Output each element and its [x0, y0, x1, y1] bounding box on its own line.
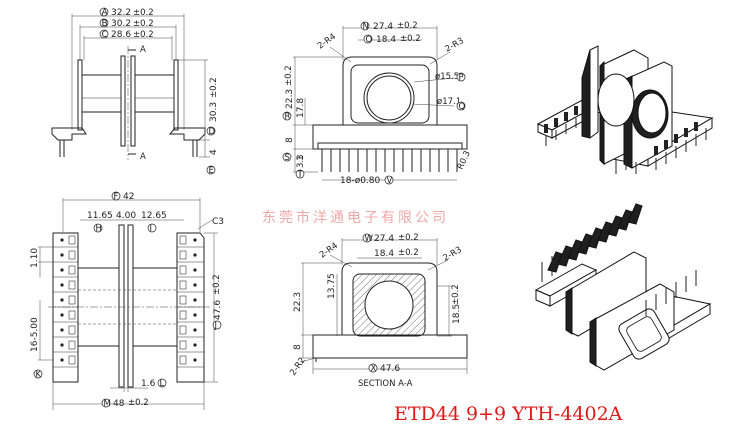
- dim-pin-span: 16-5.00: [30, 317, 40, 352]
- dim-flange: 1.6: [141, 379, 156, 389]
- side-view: N 27.4 ±0.2 O 18.4 ±0.2 2-R4 2-R3 ø15.5 …: [282, 21, 473, 186]
- tol-width: ±0.2: [397, 21, 418, 31]
- label-K: K: [36, 370, 42, 380]
- label-I: I: [150, 224, 153, 234]
- chamfer: C3: [212, 217, 224, 227]
- dim-center: 17.8: [296, 98, 306, 118]
- label-X: X: [371, 364, 377, 374]
- company-watermark: 东莞市洋通电子有限公司: [262, 209, 449, 226]
- label-O: O: [366, 35, 373, 45]
- dim-pin-radius: R0.3: [456, 149, 473, 171]
- dim-bore-outer: ø15.5: [435, 72, 459, 82]
- dim-side-height: 22.3: [285, 89, 295, 109]
- tol-sec-window: ±0.2: [398, 248, 419, 258]
- label-C: C: [102, 30, 108, 40]
- label-H: H: [96, 224, 102, 234]
- label-B: B: [102, 19, 108, 29]
- bottom-view: F 42 11.65 4.00 12.65 H I C3: [30, 191, 224, 410]
- label-S: S: [285, 153, 290, 163]
- dim-pin-len: 4: [209, 149, 219, 155]
- dim-sec-window: 18.4: [374, 249, 394, 259]
- dim-28.6: 28.6: [111, 30, 131, 40]
- dim-32.2: 32.2: [111, 8, 131, 18]
- tol-sec-inner: ±0.2: [451, 284, 461, 305]
- radius-left: 2-R4: [316, 32, 338, 52]
- pins-side: [321, 149, 458, 172]
- label-W: W: [365, 234, 374, 244]
- label-N: N: [363, 22, 369, 32]
- dim-sec-inner: 18.5: [452, 304, 462, 324]
- dim-pitch: 1.10: [30, 248, 40, 268]
- dim-seg-left: 11.65: [87, 211, 113, 221]
- label-P: P: [459, 73, 464, 83]
- dim-seg-mid: 4.00: [116, 211, 136, 221]
- dim-sec-base: 8: [293, 344, 303, 350]
- dim-30.2: 30.2: [111, 19, 131, 29]
- label-J: J: [214, 321, 218, 331]
- tol-32.2: ±0.2: [133, 8, 154, 18]
- tol-28.6: ±0.2: [133, 30, 154, 40]
- radius-right: 2-R3: [444, 36, 466, 55]
- section-mark-bottom: A: [140, 152, 146, 162]
- dim-pin-bottom: 3.3: [296, 154, 306, 168]
- dim-core: 13.75: [327, 273, 337, 299]
- sec-radius-left: 2-R4: [318, 241, 340, 261]
- iso-view-top: [536, 45, 714, 174]
- dim-side-base: 8: [285, 137, 295, 143]
- section-mark-top: A: [140, 45, 146, 55]
- dim-seg-right: 12.65: [141, 211, 167, 221]
- label-L: L: [160, 379, 165, 389]
- label-M: M: [104, 399, 111, 409]
- section-view: W 27.4 ±0.2 18.4 ±0.2 2-R4 2-R3 13.75 22…: [288, 233, 468, 389]
- pin-dots: [60, 238, 197, 362]
- dim-pin-offset: 1: [296, 155, 306, 161]
- tol-window: ±0.2: [400, 34, 421, 44]
- tol-length: ±0.2: [128, 398, 149, 408]
- label-T: T: [297, 170, 304, 180]
- tol-height: ±0.2: [209, 77, 219, 98]
- dim-width: 27.4: [373, 22, 393, 32]
- drawing-title: ETD44 9+9 YTH-4402A: [394, 403, 623, 425]
- label-Q: Q: [459, 102, 466, 112]
- label-A: A: [102, 8, 109, 18]
- tol-side-height: ±0.2: [284, 65, 294, 86]
- dim-height: 30.3: [209, 102, 219, 122]
- dim-sec-length: 47.6: [380, 364, 400, 374]
- label-V: V: [387, 176, 393, 186]
- dim-sec-width: 27.4: [374, 234, 394, 244]
- dim-depth: 47.6: [213, 300, 223, 320]
- dim-bore-inner: ø17.1: [437, 97, 461, 107]
- label-F: F: [114, 192, 119, 202]
- tol-sec-width: ±0.2: [398, 233, 419, 243]
- label-D: D: [209, 127, 216, 137]
- front-view: A 32.2 ±0.2 B 30.2 ±0.2 C 28.6 ±0.2 A A: [51, 7, 219, 176]
- dim-overall: 42: [123, 192, 134, 202]
- sec-radius-right: 2-R3: [442, 245, 464, 264]
- dim-pins: 18-ø0.80: [340, 176, 381, 186]
- tol-30.2: ±0.2: [133, 19, 154, 29]
- tol-depth: ±0.2: [212, 274, 222, 295]
- dim-length: 48: [113, 399, 125, 409]
- label-R: R: [285, 112, 291, 122]
- iso-view-bottom: [534, 203, 712, 371]
- dim-window: 18.4: [376, 35, 396, 45]
- dim-sec-height: 22.3: [293, 292, 303, 312]
- section-caption: SECTION A-A: [358, 379, 413, 389]
- sec-bottom-radius: 2-R2: [288, 356, 308, 378]
- label-E: E: [209, 166, 214, 176]
